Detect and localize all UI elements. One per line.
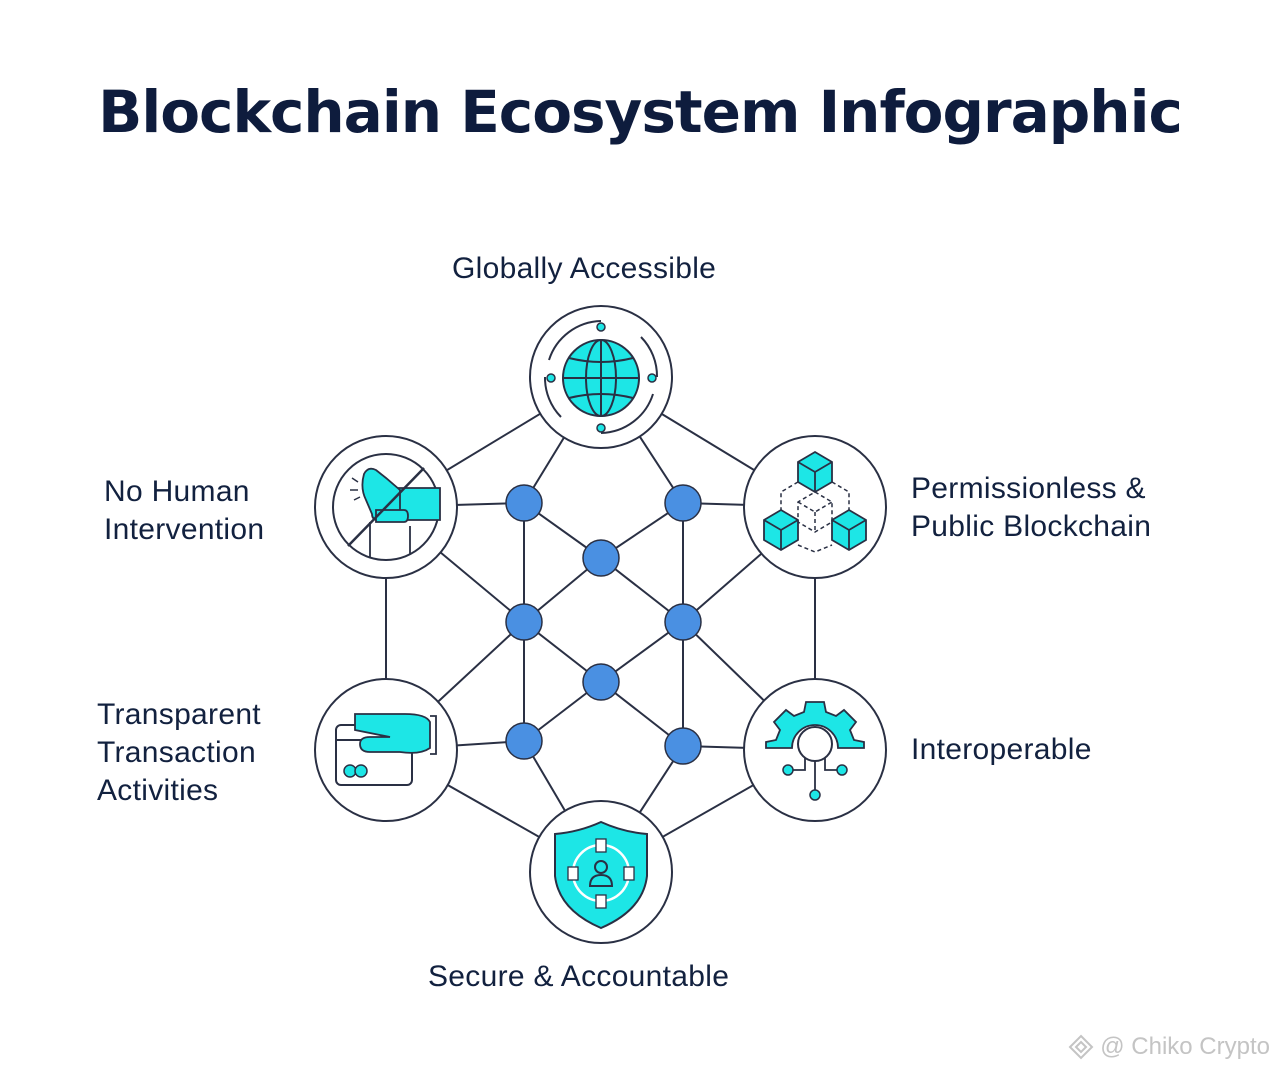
- network-lines: [385, 376, 816, 873]
- watermark-text: @ Chiko Crypto: [1100, 1033, 1270, 1060]
- shield-user-icon: [529, 800, 673, 944]
- cubes-network-icon: [743, 435, 887, 579]
- network-node: [505, 603, 543, 641]
- label-no-human-intervention: No Human Intervention: [104, 473, 264, 549]
- network-node: [582, 663, 620, 701]
- label-secure-accountable: Secure & Accountable: [428, 958, 729, 996]
- label-line: Permissionless &: [911, 472, 1146, 505]
- gear-circuit-icon: [743, 678, 887, 822]
- network-node: [664, 484, 702, 522]
- label-line: Globally Accessible: [452, 252, 717, 285]
- diamond-logo-icon: [1068, 1034, 1094, 1060]
- network-node: [582, 539, 620, 577]
- label-line: Intervention: [104, 513, 265, 546]
- label-line: Interoperable: [911, 733, 1092, 766]
- label-globally-accessible: Globally Accessible: [452, 250, 716, 288]
- label-line: Activities: [97, 774, 219, 807]
- network-node: [505, 484, 543, 522]
- network-node: [664, 727, 702, 765]
- label-line: Public Blockchain: [911, 510, 1152, 543]
- label-permissionless: Permissionless & Public Blockchain: [911, 470, 1151, 546]
- label-transparent: Transparent Transaction Activities: [97, 696, 261, 810]
- network-node: [505, 722, 543, 760]
- infographic-title: Blockchain Ecosystem Infographic: [98, 78, 1183, 146]
- label-line: Secure & Accountable: [428, 960, 730, 993]
- label-line: No Human: [104, 475, 250, 508]
- network-node: [664, 603, 702, 641]
- globe-icon: [529, 305, 673, 449]
- label-line: Transparent: [97, 698, 261, 731]
- inner-nodes: [505, 484, 702, 765]
- watermark: @ Chiko Crypto: [1068, 1033, 1270, 1061]
- hand-card-icon: [314, 678, 458, 822]
- no-hand-icon: [314, 435, 458, 579]
- label-interoperable: Interoperable: [911, 731, 1092, 769]
- label-line: Transaction: [97, 736, 256, 769]
